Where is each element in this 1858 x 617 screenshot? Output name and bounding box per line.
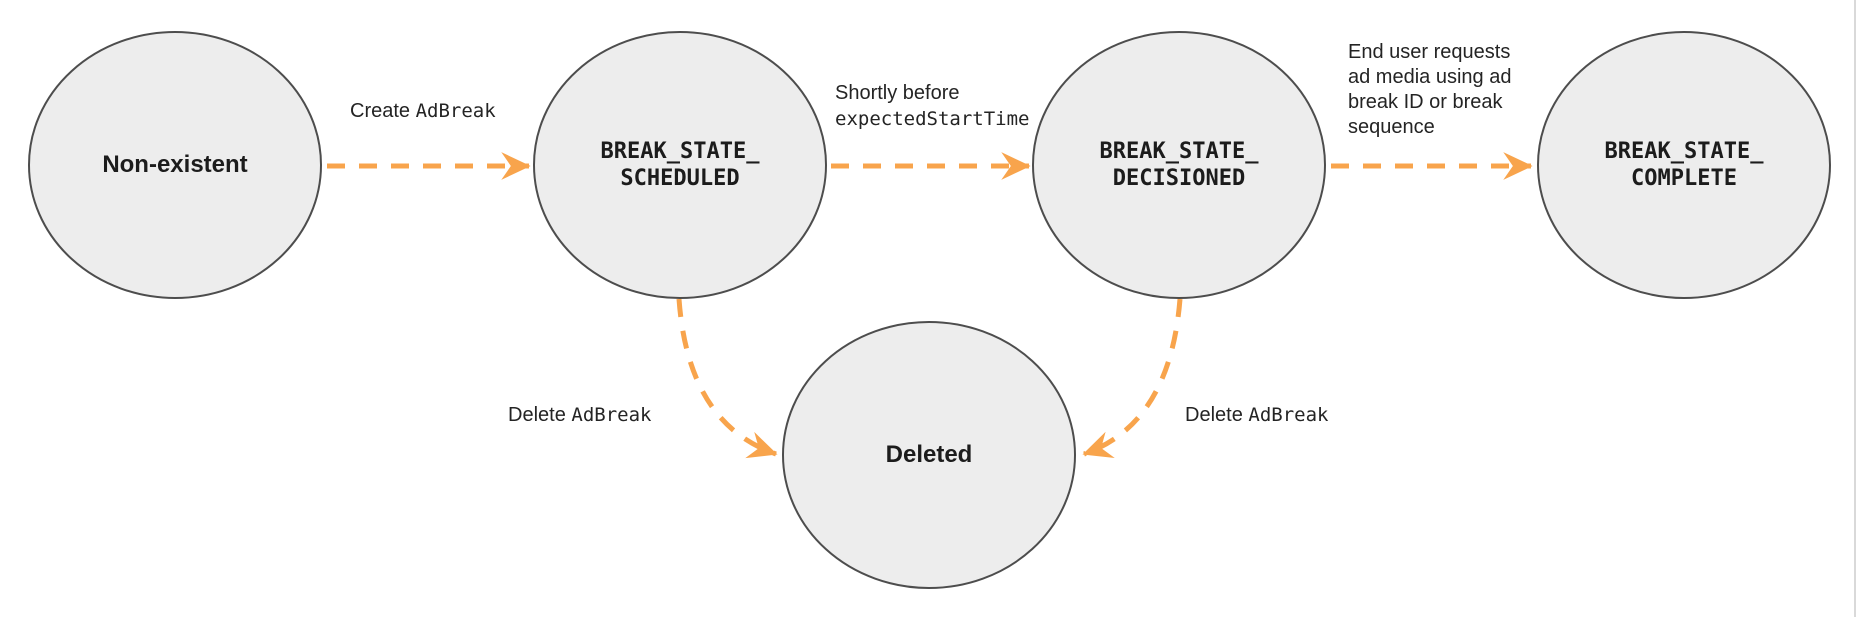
edge-label-line4: sequence (1348, 116, 1435, 138)
edge-label-prefix: Create (350, 100, 416, 122)
edge-label-end-user-request: End user requests ad media using ad brea… (1348, 40, 1533, 140)
edge-label-prefix: Delete (1185, 404, 1249, 426)
edge-label-line2: ad media using ad (1348, 66, 1512, 88)
node-non-existent-ellipse (28, 31, 322, 299)
edge-label-code: expectedStartTime (835, 108, 1030, 130)
edge-label-delete-adbreak-left: Delete AdBreak (508, 402, 651, 428)
edge-label-line1: End user requests (1348, 41, 1511, 63)
node-deleted-ellipse (782, 321, 1076, 589)
edge-label-line1: Shortly before (835, 82, 960, 104)
edge-label-shortly-before: Shortly before expectedStartTime (835, 80, 1029, 132)
edge-delete-adbreak-left-arrow (676, 298, 778, 459)
node-break-state-scheduled-ellipse (533, 31, 827, 299)
edge-label-delete-adbreak-right: Delete AdBreak (1185, 402, 1328, 428)
edge-delete-adbreak-right-arrow (1082, 298, 1183, 458)
edge-label-line3: break ID or break (1348, 91, 1503, 113)
page-right-border (1854, 0, 1856, 617)
edge-label-code: AdBreak (1248, 404, 1329, 426)
edge-label-code: AdBreak (571, 404, 652, 426)
node-break-state-decisioned-ellipse (1032, 31, 1326, 299)
node-break-state-complete-ellipse (1537, 31, 1831, 299)
edge-label-code: AdBreak (415, 100, 496, 122)
edge-label-prefix: Delete (508, 404, 572, 426)
edge-label-create-adbreak: Create AdBreak (350, 98, 496, 124)
